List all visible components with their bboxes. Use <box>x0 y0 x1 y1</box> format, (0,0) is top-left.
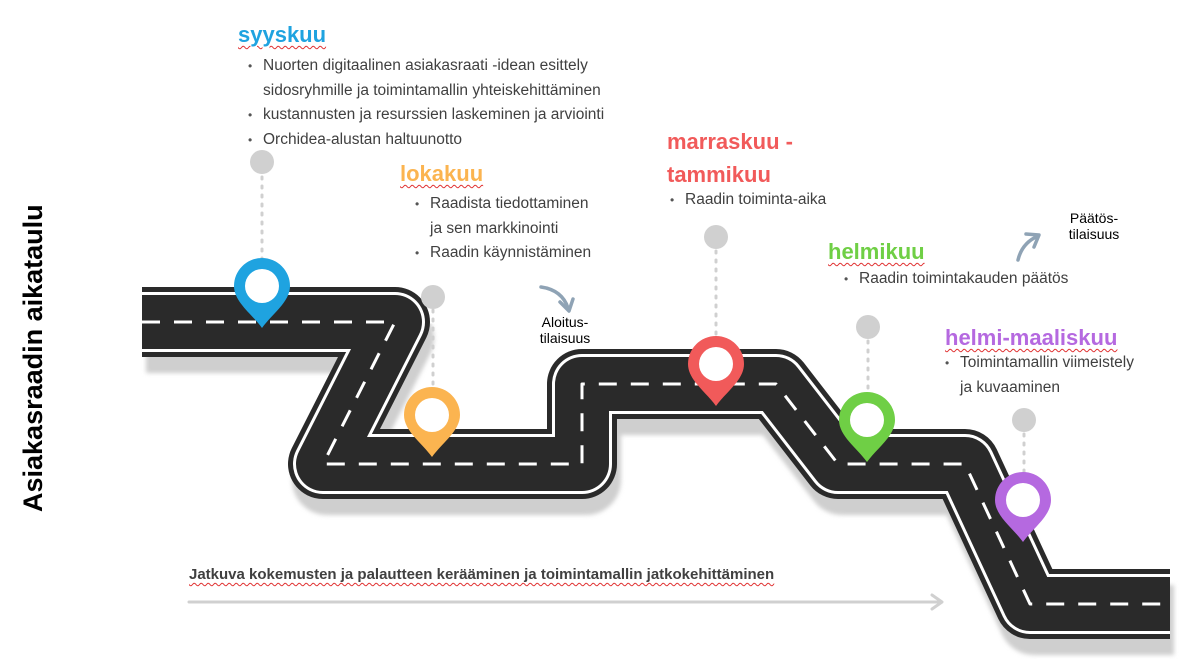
note-line: tilaisuus <box>1068 226 1120 242</box>
location-pin-icon <box>234 258 290 328</box>
note-line: Päätös- <box>1069 210 1119 226</box>
location-pin-icon <box>404 387 460 457</box>
period-helmikuu: helmikuu <box>828 239 925 264</box>
dot-marraskuu <box>704 225 728 249</box>
road-center-line <box>142 320 1170 606</box>
location-pin-icon <box>839 392 895 462</box>
list-item: Raadin käynnistäminen <box>414 241 591 266</box>
list-lokakuu: Raadista tiedottaminen ja sen markkinoin… <box>414 192 591 266</box>
page-title: Asiakasraadin aikataulu <box>18 204 48 512</box>
list-item: Raadin toiminta-aika <box>669 188 826 213</box>
curved-arrow-icon <box>1016 232 1041 262</box>
list-item: Toimintamallin viimeistely <box>944 351 1134 376</box>
location-pin-icon <box>995 472 1051 542</box>
list-item-continuation: sidosryhmille ja toimintamallin yhteiske… <box>247 79 604 104</box>
list-item: kustannusten ja resurssien laskeminen ja… <box>247 103 604 128</box>
list-item-continuation: ja kuvaaminen <box>944 376 1134 401</box>
list-helmi-maaliskuu: Toimintamallin viimeistely ja kuvaaminen <box>944 351 1134 400</box>
list-item: Orchidea-alustan haltuunotto <box>247 128 604 153</box>
dot-helmi-maaliskuu <box>1012 408 1036 432</box>
period-line: marraskuu - <box>667 129 793 154</box>
period-syyskuu: syyskuu <box>238 22 327 47</box>
list-item-text: sidosryhmille ja toimintamallin yhteiske… <box>263 81 601 99</box>
dot-lokakuu <box>421 285 445 309</box>
list-helmikuu: Raadin toimintakauden päätös <box>843 267 1068 292</box>
list-item: Raadista tiedottaminen <box>414 192 591 217</box>
note-aloitus: Aloitus- tilaisuus <box>528 314 602 346</box>
period-line: tammikuu <box>667 162 771 187</box>
location-pin-icon <box>688 336 744 406</box>
period-lokakuu: lokakuu <box>400 161 484 186</box>
dot-syyskuu <box>250 150 274 174</box>
long-arrow-icon <box>187 593 944 611</box>
list-item: Raadin toimintakauden päätös <box>843 267 1068 292</box>
note-line: Aloitus- <box>541 314 589 330</box>
list-item-text: ja sen markkinointi <box>430 219 559 237</box>
continuous-development-text: Jatkuva kokemusten ja palautteen keräämi… <box>189 566 775 583</box>
curved-arrow-icon <box>539 285 575 313</box>
dot-helmikuu <box>856 315 880 339</box>
period-helmi-maaliskuu: helmi-maaliskuu <box>945 325 1118 350</box>
period-marraskuu-tammikuu: marraskuu - tammikuu <box>667 125 793 191</box>
list-item: Nuorten digitaalinen asiakasraati -idean… <box>247 54 604 79</box>
list-item-text: ja kuvaaminen <box>960 378 1060 396</box>
list-item-continuation: ja sen markkinointi <box>414 217 591 242</box>
note-paatos: Päätös- tilaisuus <box>1054 210 1134 242</box>
note-line: tilaisuus <box>539 330 591 346</box>
list-marraskuu: Raadin toiminta-aika <box>669 188 826 213</box>
list-syyskuu: Nuorten digitaalinen asiakasraati -idean… <box>247 54 604 152</box>
